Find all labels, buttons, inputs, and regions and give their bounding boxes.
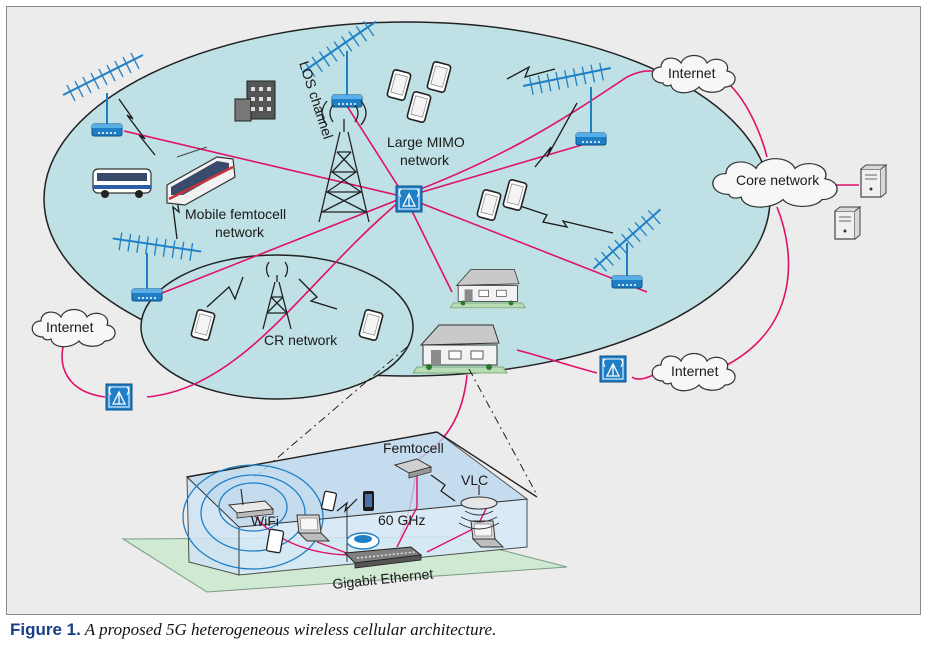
zoom-callout bbox=[254, 346, 538, 496]
cr-network-label: CR network bbox=[264, 332, 338, 348]
mobile-femtocell-label-line1: Mobile femtocell bbox=[185, 206, 286, 222]
60ghz-label: 60 GHz bbox=[378, 512, 425, 528]
relay-station-icon bbox=[131, 288, 163, 302]
femtocell-router-icon bbox=[393, 458, 433, 479]
wireless-links bbox=[336, 474, 456, 513]
femtocell-label: Femtocell bbox=[383, 440, 444, 456]
relay-station-icon bbox=[331, 94, 363, 108]
figure-caption: Figure 1. A proposed 5G heterogeneous wi… bbox=[10, 620, 920, 640]
indoor-house bbox=[121, 431, 568, 593]
phone-icon bbox=[363, 491, 374, 511]
train-icon bbox=[166, 146, 236, 206]
internet-label-top: Internet bbox=[668, 65, 716, 81]
cell-tower-icon bbox=[262, 261, 292, 330]
lamp-icon bbox=[458, 485, 500, 530]
masts bbox=[106, 51, 628, 289]
large-mimo-label-line2: network bbox=[400, 152, 450, 168]
tablet-icon bbox=[320, 490, 338, 512]
tablet-icon bbox=[265, 528, 285, 554]
figure-frame: LOS channel Large MIMO network Mobile fe… bbox=[6, 6, 921, 615]
cell-tower-icon bbox=[318, 100, 370, 223]
caption-text: A proposed 5G heterogeneous wireless cel… bbox=[80, 620, 497, 639]
cr-network-cell bbox=[140, 254, 414, 400]
vlc-label: VLC bbox=[461, 472, 488, 488]
figure-number: Figure 1. bbox=[10, 620, 81, 639]
switch-icon bbox=[343, 546, 423, 569]
mobile-femtocell-label-line2: network bbox=[215, 224, 265, 240]
wireless-links bbox=[118, 65, 614, 310]
base-station-icon bbox=[105, 383, 133, 411]
60ghz-device-icon bbox=[346, 532, 380, 550]
base-station-icon bbox=[599, 355, 627, 383]
architecture-diagram: LOS channel Large MIMO network Mobile fe… bbox=[31, 18, 887, 593]
bus-icon bbox=[92, 168, 152, 198]
core-network-label: Core network bbox=[736, 172, 820, 188]
router-icon bbox=[227, 488, 275, 519]
server-icon bbox=[860, 164, 887, 198]
wifi-label: WiFi bbox=[251, 513, 279, 529]
core-network-cloud bbox=[712, 158, 838, 208]
server-icon bbox=[834, 206, 861, 240]
building-icon bbox=[234, 80, 276, 122]
internet-label-bottom: Internet bbox=[671, 363, 719, 379]
wifi-coverage bbox=[182, 464, 324, 570]
relay-station-icon bbox=[611, 275, 643, 289]
large-mimo-label-line1: Large MIMO bbox=[387, 134, 465, 150]
relay-station-icon bbox=[575, 132, 607, 146]
internet-label-left: Internet bbox=[46, 319, 94, 335]
relay-station-icon bbox=[91, 123, 123, 137]
base-station-icon bbox=[395, 185, 423, 213]
